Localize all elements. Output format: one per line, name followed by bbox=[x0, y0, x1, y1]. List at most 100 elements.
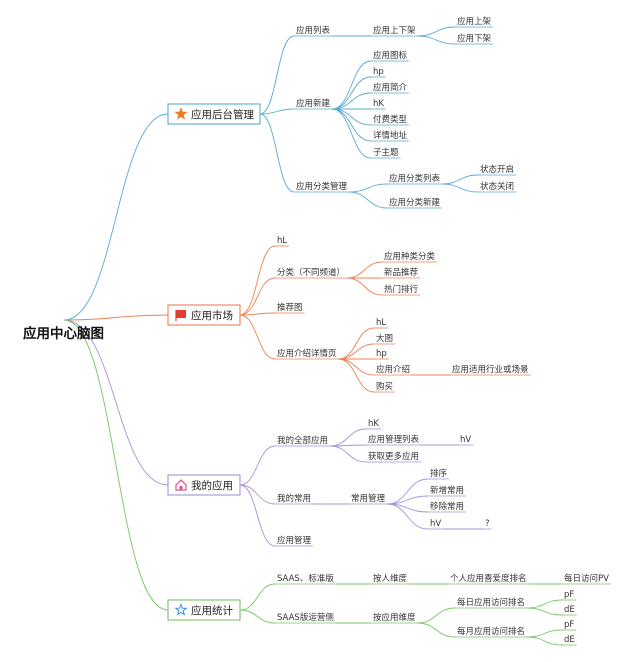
topic-label: hp bbox=[373, 67, 384, 77]
topic-node[interactable]: 购买 bbox=[374, 381, 396, 393]
topic-node[interactable]: 分类（不同频道） bbox=[275, 267, 348, 279]
topic-node[interactable]: 应用简介 bbox=[371, 82, 410, 94]
topic-node[interactable]: 我的全部应用 bbox=[275, 435, 331, 447]
topic-label: hV bbox=[430, 519, 441, 529]
topic-node[interactable]: 每月应用访问排名 bbox=[455, 626, 528, 638]
topic-node[interactable]: 按人维度 bbox=[371, 573, 410, 585]
connector-line bbox=[63, 314, 169, 321]
connector-line bbox=[259, 108, 295, 115]
topic-label: pF bbox=[564, 620, 574, 630]
connector-line bbox=[239, 314, 276, 360]
topic-node[interactable]: 应用列表 bbox=[294, 25, 333, 37]
topic-node[interactable]: dE bbox=[562, 635, 577, 646]
topic-node[interactable]: 详情地址 bbox=[371, 130, 410, 142]
connector-line bbox=[239, 445, 276, 486]
topic-label: 子主题 bbox=[373, 147, 399, 158]
topic-node[interactable]: hL bbox=[374, 318, 389, 329]
topic-node[interactable]: hV bbox=[458, 435, 474, 446]
root-topic[interactable]: 应用中心脑图 bbox=[23, 325, 104, 342]
topic-node[interactable]: 应用分类列表 bbox=[387, 173, 443, 185]
topic-node[interactable]: 获取更多应用 bbox=[366, 451, 422, 463]
topic-node[interactable]: 应用介绍 bbox=[374, 364, 413, 376]
branch-topic-stats[interactable]: 应用统计 bbox=[167, 599, 241, 621]
topic-node[interactable]: 应用管理 bbox=[275, 535, 314, 547]
topic-label: 推荐图 bbox=[277, 302, 303, 313]
connector-line bbox=[239, 277, 276, 316]
topic-node[interactable]: 大图 bbox=[374, 333, 396, 345]
topic-node[interactable]: 应用下架 bbox=[455, 33, 494, 45]
topic-label: 分类（不同频道） bbox=[277, 267, 345, 278]
connector-line bbox=[239, 583, 276, 611]
topic-label: 常用管理 bbox=[351, 493, 386, 504]
connector-line bbox=[338, 343, 375, 360]
topic-node[interactable]: 状态关闭 bbox=[478, 181, 517, 193]
branch-box bbox=[167, 103, 261, 125]
topic-node[interactable]: 按应用维度 bbox=[371, 612, 418, 624]
connector-line bbox=[349, 191, 388, 209]
topic-node[interactable]: SAAS、标准版 bbox=[275, 573, 336, 585]
topic-label: 详情地址 bbox=[373, 130, 408, 141]
topic-node[interactable]: pF bbox=[562, 590, 577, 601]
topic-node[interactable]: 应用适用行业或场景 bbox=[450, 364, 531, 376]
topic-node[interactable]: 应用上下架 bbox=[371, 25, 418, 37]
branch-box bbox=[167, 599, 241, 621]
topic-node[interactable]: pF bbox=[562, 620, 577, 631]
topic-label: dE bbox=[564, 605, 575, 615]
topic-node[interactable]: 应用介绍详情页 bbox=[275, 348, 339, 360]
topic-label: 热门排行 bbox=[384, 284, 419, 295]
topic-node[interactable]: hL bbox=[275, 236, 290, 247]
topic-node[interactable]: hp bbox=[371, 67, 386, 78]
topic-label: 个人应用喜爱度排名 bbox=[450, 573, 527, 584]
topic-label: dE bbox=[564, 635, 575, 645]
connector-line bbox=[349, 183, 388, 193]
topic-node[interactable]: hK bbox=[366, 419, 381, 430]
topic-node[interactable]: 应用管理列表 bbox=[366, 434, 422, 446]
topic-node[interactable]: hV bbox=[428, 519, 444, 530]
topic-node[interactable]: 推荐图 bbox=[275, 302, 305, 314]
topic-label: 每月应用访问排名 bbox=[457, 626, 525, 637]
topic-label: 新增常用 bbox=[430, 485, 464, 496]
topic-label: 应用上架 bbox=[457, 16, 492, 27]
topic-label: hL bbox=[277, 236, 287, 246]
branch-topic-market[interactable]: 应用市场 bbox=[167, 304, 241, 326]
topic-node[interactable]: hK bbox=[371, 99, 386, 110]
topic-node[interactable]: 应用分类新建 bbox=[387, 197, 443, 209]
branch-topic-backend[interactable]: 应用后台管理 bbox=[167, 103, 261, 125]
connector-line bbox=[63, 319, 169, 486]
topic-label: 按人维度 bbox=[373, 573, 408, 584]
topic-label: hK bbox=[373, 99, 384, 109]
topic-node[interactable]: 个人应用喜爱度排名 bbox=[448, 573, 529, 585]
connector-line bbox=[330, 445, 367, 463]
topic-label: SAAS版运营侧 bbox=[277, 612, 334, 623]
topic-label: 应用列表 bbox=[296, 25, 331, 36]
topic-label: 状态开启 bbox=[480, 164, 514, 175]
topic-node[interactable]: 应用分类管理 bbox=[294, 181, 350, 193]
topic-node[interactable]: 每日访问PV bbox=[562, 573, 611, 585]
topic-label: hV bbox=[460, 435, 471, 445]
topic-node[interactable]: 应用种类分类 bbox=[382, 251, 438, 263]
topic-node[interactable]: hp bbox=[374, 349, 389, 360]
topic-node[interactable]: dE bbox=[562, 605, 577, 616]
topic-label: 新品推荐 bbox=[384, 267, 419, 278]
connector-line bbox=[417, 35, 456, 45]
connector-line bbox=[417, 26, 456, 37]
topic-node[interactable]: 状态开启 bbox=[478, 164, 517, 176]
topic-label: 应用分类列表 bbox=[389, 173, 441, 184]
topic-node[interactable]: 子主题 bbox=[371, 147, 401, 159]
topic-node[interactable]: ? bbox=[483, 519, 492, 530]
topic-node[interactable]: 应用上架 bbox=[455, 16, 494, 28]
topic-node[interactable]: 应用图标 bbox=[371, 50, 410, 62]
topic-node[interactable]: 新增常用 bbox=[428, 485, 467, 497]
topic-node[interactable]: 热门排行 bbox=[382, 284, 421, 296]
topic-node[interactable]: 常用管理 bbox=[349, 493, 388, 505]
topic-node[interactable]: SAAS版运营侧 bbox=[275, 612, 336, 624]
topic-node[interactable]: 移除常用 bbox=[428, 501, 467, 513]
topic-node[interactable]: 付费类型 bbox=[371, 114, 410, 126]
topic-node[interactable]: 排序 bbox=[428, 468, 450, 480]
topic-node[interactable]: 每日应用访问排名 bbox=[455, 597, 528, 609]
branch-topic-mine[interactable]: 我的应用 bbox=[167, 474, 241, 496]
topic-node[interactable]: 新品推荐 bbox=[382, 267, 421, 279]
topic-label: 应用适用行业或场景 bbox=[452, 364, 529, 375]
topic-node[interactable]: 我的常用 bbox=[275, 493, 314, 505]
topic-node[interactable]: 应用新建 bbox=[294, 98, 333, 110]
